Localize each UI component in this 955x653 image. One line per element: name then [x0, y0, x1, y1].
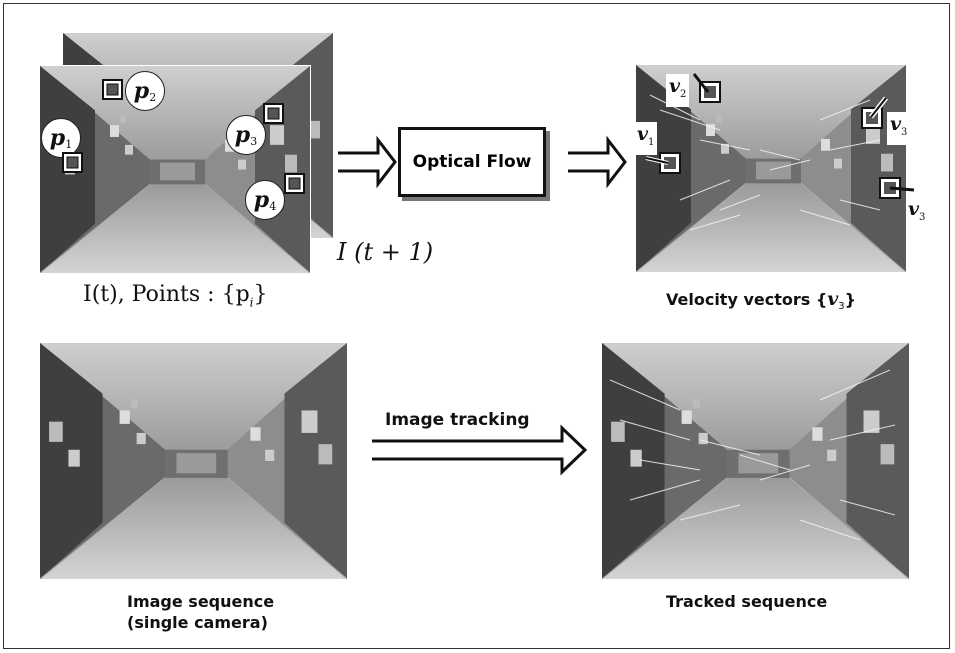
tracked-sequence-caption: Tracked sequence — [666, 592, 828, 611]
image-sequence-caption-line2: (single camera) — [127, 613, 268, 632]
optical-flow-label: Optical Flow — [412, 152, 532, 172]
velocity-caption: Velocity vectors {v3} — [666, 288, 857, 313]
tracked-sequence-picture — [602, 343, 909, 579]
points-caption: I(t), Points : {pi} — [83, 282, 268, 310]
hallway-frame-current — [40, 65, 311, 273]
image-sequence-picture — [40, 343, 347, 579]
vector-label-3: v3 — [887, 112, 911, 145]
figure-frame — [3, 3, 950, 649]
optical-flow-box: Optical Flow — [398, 127, 546, 197]
next-frame-label: I (t + 1) — [337, 238, 434, 266]
vector-label-1: v1 — [634, 122, 658, 155]
image-sequence-caption-line1: Image sequence — [127, 592, 275, 611]
vector-label-2: v2 — [666, 74, 690, 107]
vector-label-4: v3 — [908, 198, 926, 223]
image-tracking-label: Image tracking — [385, 410, 530, 430]
